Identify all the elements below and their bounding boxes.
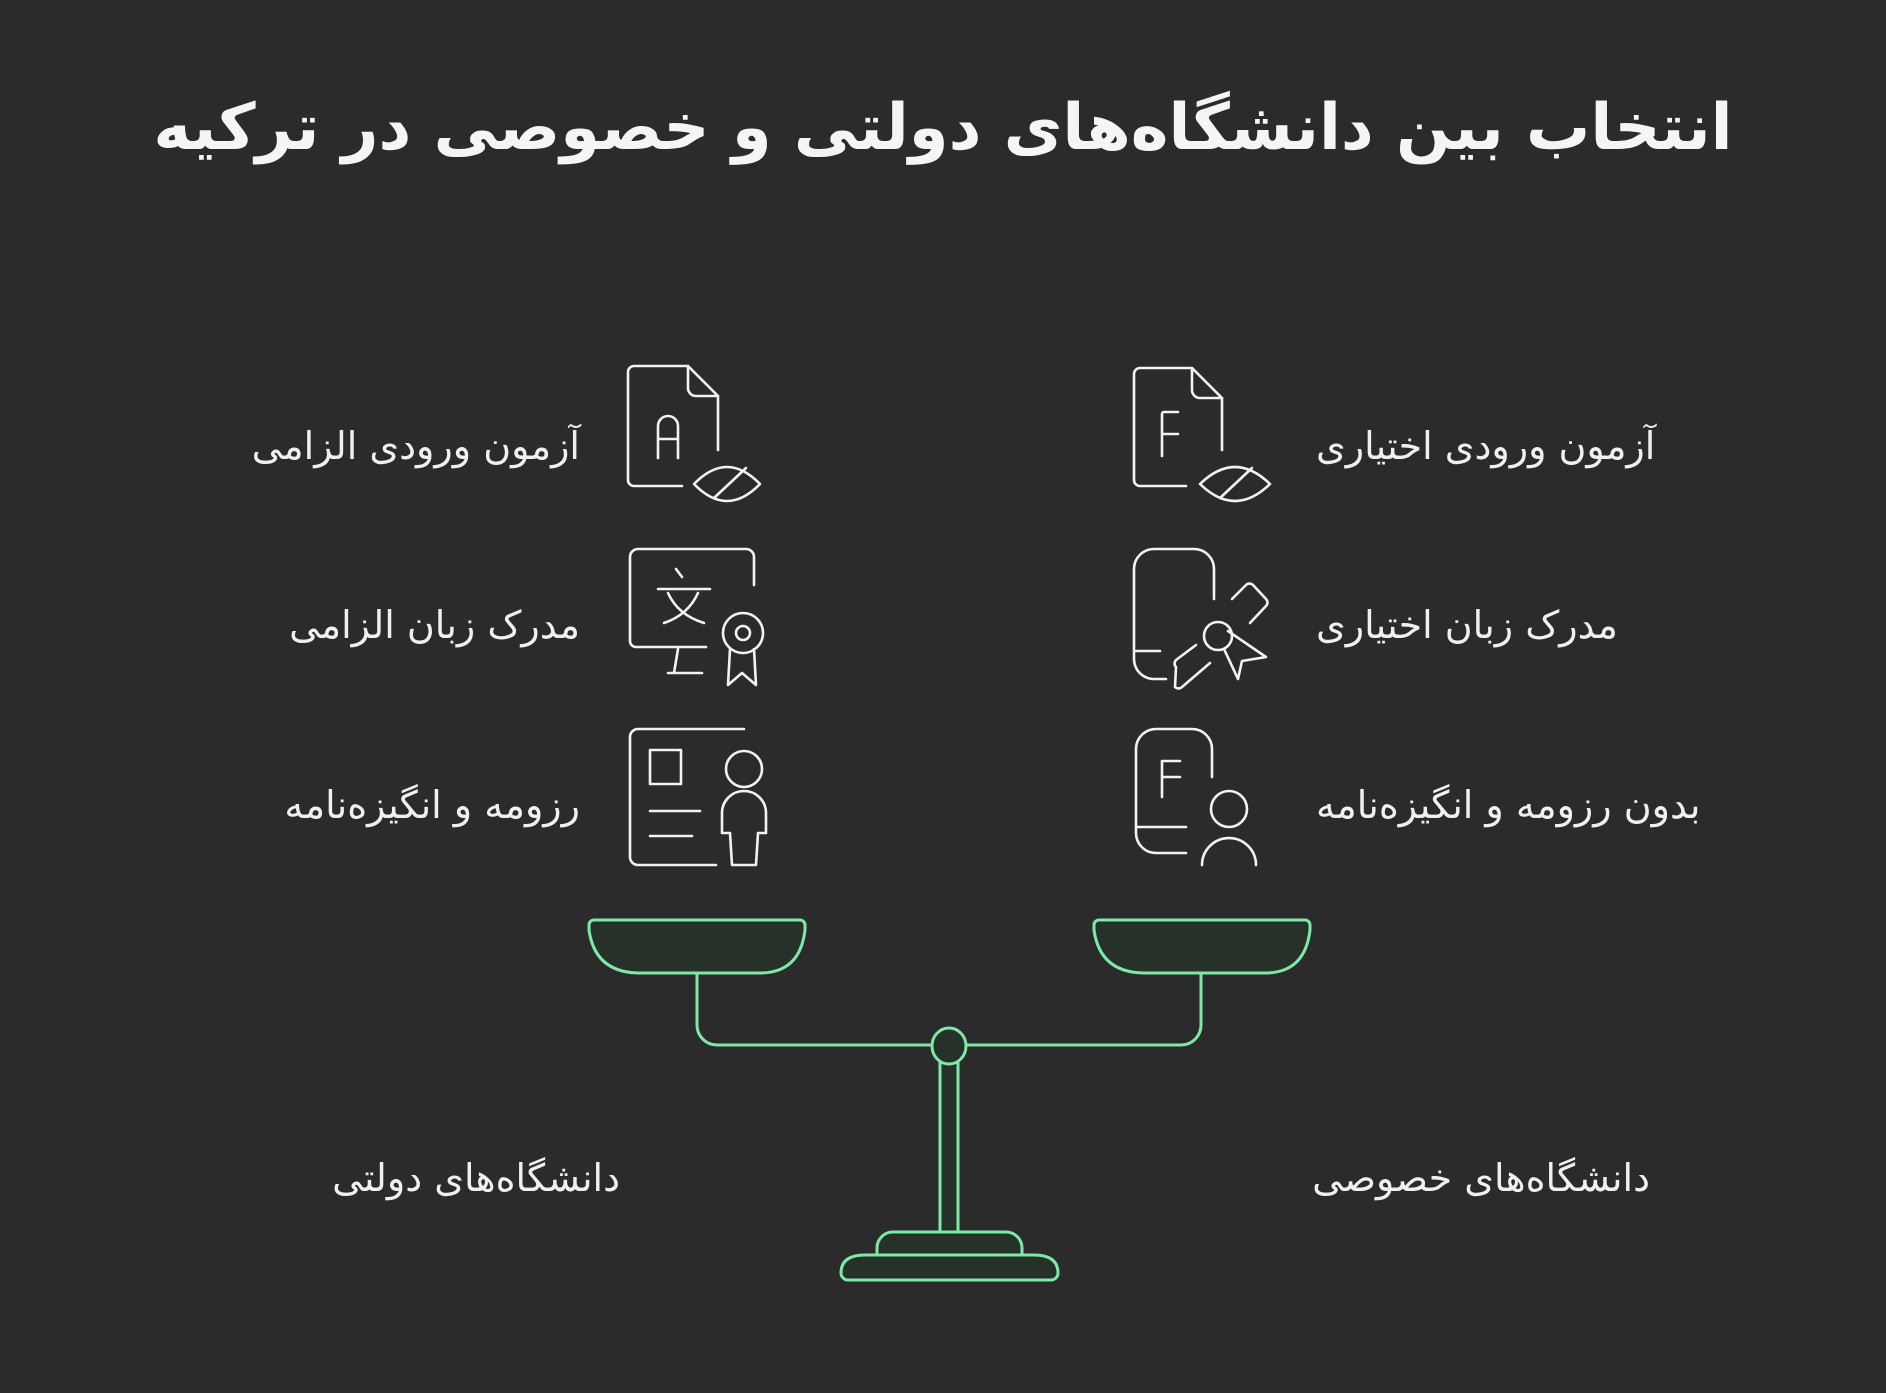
left-beam-arm	[695, 971, 933, 1047]
form-user-icon	[1134, 727, 1258, 867]
scale-upper-base	[875, 1230, 1024, 1257]
document-a-hidden-icon	[626, 364, 762, 503]
private-universities-label: دانشگاه‌های خصوصی	[1312, 1156, 1650, 1200]
document-f-hidden-icon	[1132, 366, 1272, 503]
right-item-label: بدون رزومه و انگیزه‌نامه	[1316, 783, 1701, 827]
left-item-label: مدرک زبان الزامی	[289, 603, 580, 647]
right-item-label: مدرک زبان اختیاری	[1316, 603, 1618, 647]
right-item-label: آزمون ورودی اختیاری	[1316, 424, 1656, 468]
scale-pivot	[930, 1026, 968, 1066]
left-pan	[587, 918, 807, 975]
left-item-label: آزمون ورودی الزامی	[251, 424, 580, 468]
right-beam-arm	[965, 972, 1203, 1047]
right-pan	[1092, 918, 1312, 975]
page-title: انتخاب بین دانشگاه‌های دولتی و خصوصی در …	[153, 91, 1733, 165]
public-universities-label: دانشگاه‌های دولتی	[332, 1156, 620, 1200]
resume-profile-icon	[628, 727, 768, 867]
certificate-ribbon-icon	[1132, 547, 1269, 690]
scale-lower-base	[839, 1253, 1060, 1282]
scale-stem	[938, 1058, 960, 1234]
left-item-label: رزومه و انگیزه‌نامه	[284, 783, 580, 827]
language-certificate-monitor-icon	[628, 547, 765, 687]
